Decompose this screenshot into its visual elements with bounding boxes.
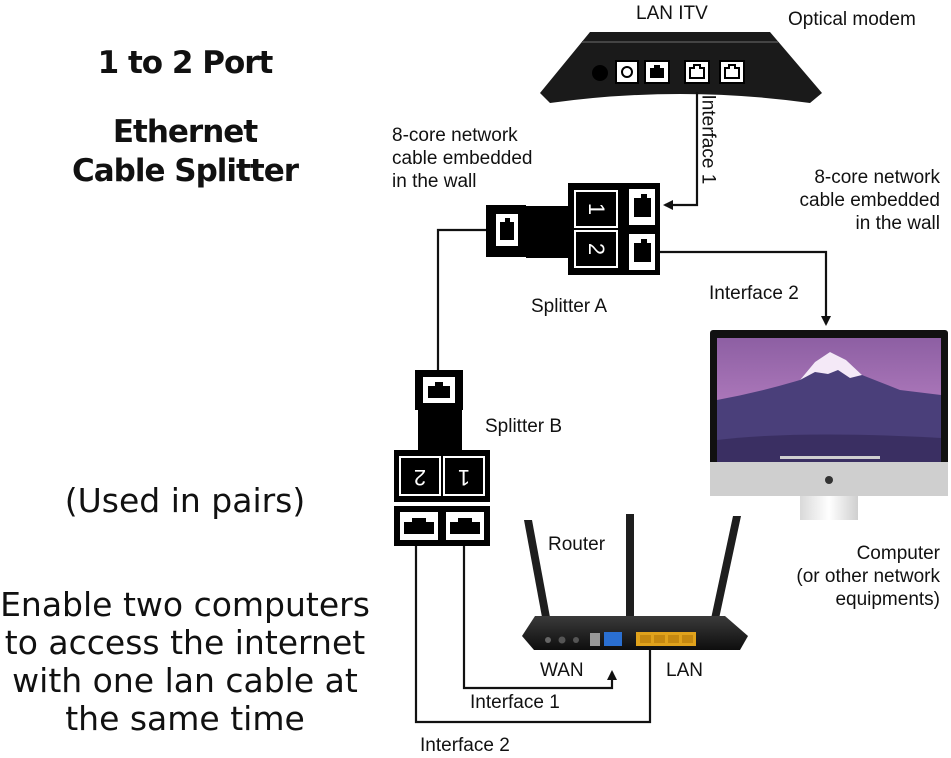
page-title: 1 to 2 Port Ethernet Cable Splitter — [60, 44, 310, 190]
router-body — [522, 616, 748, 650]
router-label: Router — [548, 534, 606, 555]
cable-right-line: cable embedded — [799, 189, 941, 211]
computer-stand — [800, 496, 858, 520]
used-in-pairs-note: (Used in pairs) — [64, 481, 306, 520]
splitter-a: 1 2 — [486, 183, 660, 275]
splitter-a-label: Splitter A — [531, 296, 608, 317]
cable-splitter-b-to-lan — [414, 546, 652, 724]
computer-label-line: Computer — [856, 543, 940, 564]
splitter-a-port-label: 1 — [584, 203, 609, 215]
optical-modem — [540, 32, 822, 103]
computer — [710, 330, 948, 520]
splitter-b-port-label: 2 — [414, 465, 426, 490]
title-line-2: Ethernet — [112, 113, 258, 150]
cable-left-label: 8-core network cable embedded in the wal… — [392, 125, 533, 193]
modem-dc-port — [615, 60, 639, 84]
enable-note-line: the same time — [65, 698, 305, 738]
router-antenna — [524, 520, 552, 628]
lan-itv-label: LAN ITV — [636, 3, 708, 24]
splitter-b-port-label: 1 — [458, 465, 470, 490]
router-antenna — [626, 514, 634, 620]
lan-label: LAN — [666, 660, 703, 681]
cable-left-line: in the wall — [392, 170, 477, 192]
cable-left-line: 8-core network — [392, 125, 518, 146]
router-wan-port — [604, 632, 622, 646]
optical-modem-label: Optical modem — [788, 9, 916, 30]
cable-splitter-a-to-computer — [660, 250, 831, 326]
enable-note-line: with one lan cable at — [12, 660, 358, 700]
router — [522, 514, 748, 650]
wan-label: WAN — [540, 660, 584, 681]
apple-logo-icon — [825, 476, 833, 484]
modem-body — [540, 32, 822, 103]
computer-label-line: (or other network — [796, 565, 940, 587]
cable-splitter-b-to-wan — [462, 546, 617, 690]
title-line-1: 1 to 2 Port — [97, 45, 274, 81]
cable-left-line: cable embedded — [392, 147, 533, 169]
cable-right-line: in the wall — [855, 212, 941, 234]
cable-right-label: 8-core network cable embedded in the wal… — [740, 167, 941, 235]
interface-2-bottom-label: Interface 2 — [420, 735, 510, 756]
cable-modem-to-splitter-a — [663, 92, 699, 210]
cable-right-line: 8-core network — [814, 167, 940, 188]
splitter-a-port-label: 2 — [584, 243, 609, 255]
enable-note-line: to access the internet — [4, 622, 366, 662]
interface-1-bottom-label: Interface 1 — [470, 692, 560, 713]
enable-note-line: Enable two computers — [0, 585, 370, 624]
enable-note: Enable two computers to access the inter… — [0, 586, 370, 738]
computer-label: Computer (or other network equipments) — [720, 543, 940, 611]
splitter-b: 2 1 — [394, 370, 490, 546]
interface-2-top-label: Interface 2 — [709, 283, 799, 304]
title-line-3: Cable Splitter — [71, 152, 299, 189]
splitter-b-label: Splitter B — [485, 416, 563, 437]
cable-splitter-a-to-splitter-b — [436, 228, 486, 370]
connections — [414, 92, 831, 724]
interface-1-top-label: Interface 1 — [697, 94, 719, 185]
computer-label-line: equipments) — [835, 588, 940, 610]
router-antenna — [709, 516, 741, 628]
modem-power-port — [592, 65, 608, 81]
